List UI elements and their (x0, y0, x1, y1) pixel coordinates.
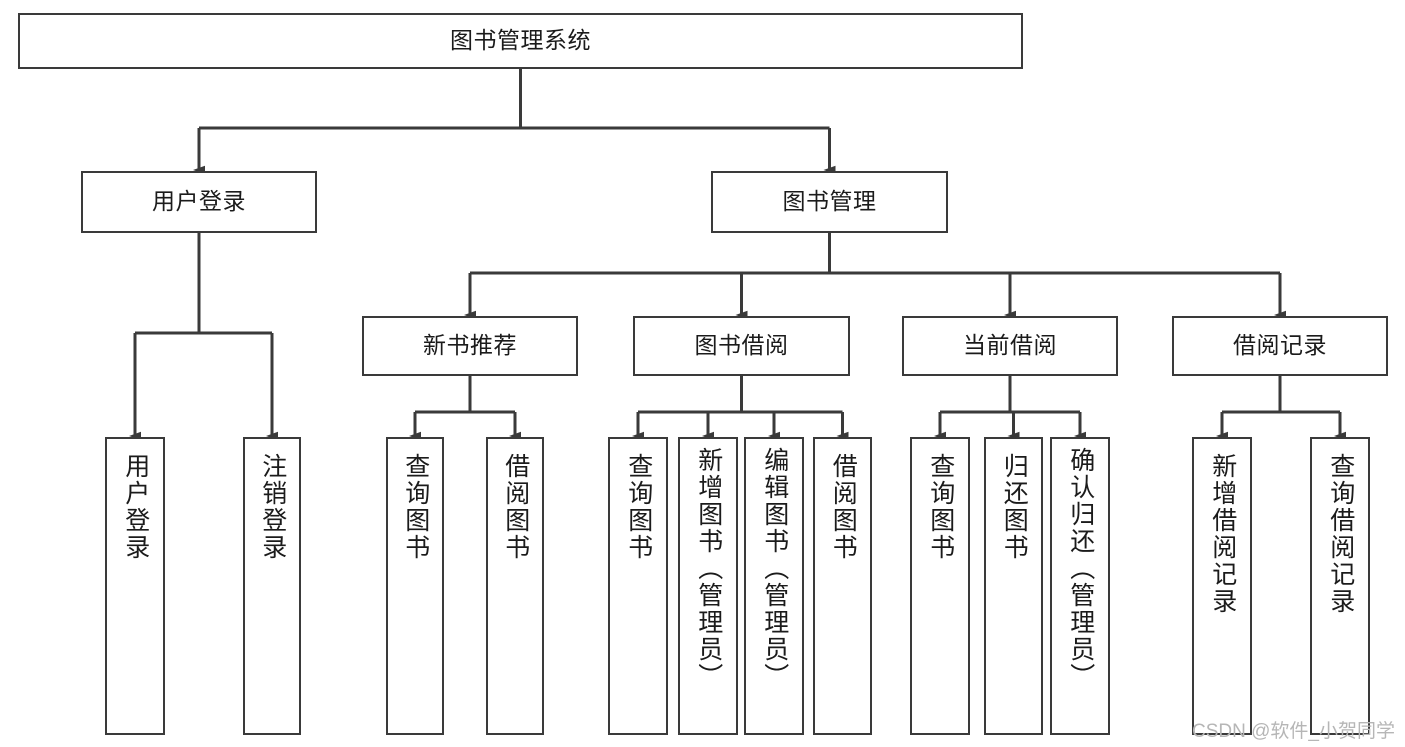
leaf-query-book-2-label: 查询图书 (624, 453, 653, 561)
leaf-borrow-book-2: 借阅图书 (813, 437, 872, 735)
user-login-label: 用户登录 (152, 188, 246, 215)
leaf-borrow-book-1: 借阅图书 (486, 437, 544, 735)
leaf-edit-book-admin: 编辑图书（管理员） (744, 437, 804, 735)
leaf-logout-login-label: 注销登录 (258, 453, 287, 561)
leaf-confirm-return-admin: 确认归还（管理员） (1050, 437, 1110, 735)
current-borrow: 当前借阅 (902, 316, 1118, 376)
leaf-confirm-return-admin-label: 确认归还（管理员） (1066, 447, 1095, 690)
borrow-record-label: 借阅记录 (1233, 332, 1327, 359)
book-management: 图书管理 (711, 171, 948, 233)
leaf-query-book-3-label: 查询图书 (926, 453, 955, 561)
leaf-edit-book-admin-label: 编辑图书（管理员） (760, 447, 789, 690)
leaf-query-book-1: 查询图书 (386, 437, 444, 735)
leaf-borrow-book-2-label: 借阅图书 (829, 453, 858, 561)
watermark-csdn: CSDN @软件_小贺同学 (1192, 721, 1395, 742)
leaf-query-borrow-record: 查询借阅记录 (1310, 437, 1370, 735)
leaf-user-login-label: 用户登录 (121, 453, 150, 561)
borrow-record: 借阅记录 (1172, 316, 1388, 376)
leaf-query-book-1-label: 查询图书 (401, 453, 430, 561)
leaf-add-borrow-record: 新增借阅记录 (1192, 437, 1252, 735)
root-label: 图书管理系统 (450, 27, 591, 54)
leaf-add-borrow-record-label: 新增借阅记录 (1208, 453, 1237, 615)
leaf-return-book-label: 归还图书 (1000, 453, 1029, 561)
user-login: 用户登录 (81, 171, 317, 233)
leaf-user-login: 用户登录 (105, 437, 165, 735)
leaf-return-book: 归还图书 (984, 437, 1043, 735)
book-management-label: 图书管理 (782, 188, 877, 215)
current-borrow-label: 当前借阅 (963, 332, 1057, 359)
book-borrow-label: 图书借阅 (694, 332, 789, 359)
book-borrow: 图书借阅 (633, 316, 850, 376)
leaf-add-book-admin: 新增图书（管理员） (678, 437, 738, 735)
new-book-recommend: 新书推荐 (362, 316, 578, 376)
root-node: 图书管理系统 (18, 13, 1023, 69)
leaf-query-borrow-record-label: 查询借阅记录 (1326, 453, 1355, 615)
leaf-borrow-book-1-label: 借阅图书 (501, 453, 530, 561)
leaf-add-book-admin-label: 新增图书（管理员） (694, 447, 723, 690)
leaf-logout-login: 注销登录 (243, 437, 301, 735)
new-book-recommend-label: 新书推荐 (423, 332, 517, 359)
leaf-query-book-2: 查询图书 (608, 437, 668, 735)
leaf-query-book-3: 查询图书 (910, 437, 970, 735)
